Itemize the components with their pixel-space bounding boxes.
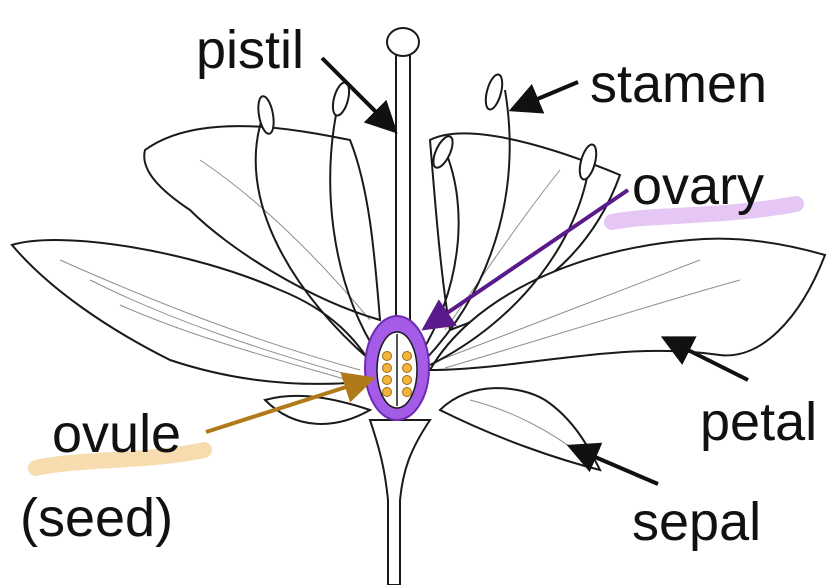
label-petal: petal xyxy=(700,392,817,452)
pistil xyxy=(386,27,420,321)
anthers xyxy=(257,73,598,181)
ovary-highlight xyxy=(604,196,804,230)
label-stamen: stamen xyxy=(590,54,767,114)
sepal-arrow xyxy=(566,442,659,486)
label-seed: (seed) xyxy=(20,488,173,548)
petal-right xyxy=(428,237,827,372)
petal-arrow xyxy=(660,336,749,382)
label-ovule: ovule xyxy=(52,404,181,464)
petal-back-left xyxy=(143,125,382,322)
ovule-highlight xyxy=(28,442,212,476)
pistil-arrow xyxy=(320,56,398,134)
petal-back-right xyxy=(428,132,622,332)
ovary xyxy=(364,315,430,421)
stamen-arrow xyxy=(508,80,579,114)
ovule-arrow xyxy=(205,372,376,434)
label-pistil: pistil xyxy=(196,20,304,80)
petals xyxy=(10,125,827,472)
label-sepal: sepal xyxy=(632,492,761,552)
ovary-arrow xyxy=(421,188,630,331)
sepal-right xyxy=(438,387,602,472)
stem xyxy=(368,419,432,585)
label-ovary: ovary xyxy=(632,156,764,216)
ovules xyxy=(382,351,412,397)
